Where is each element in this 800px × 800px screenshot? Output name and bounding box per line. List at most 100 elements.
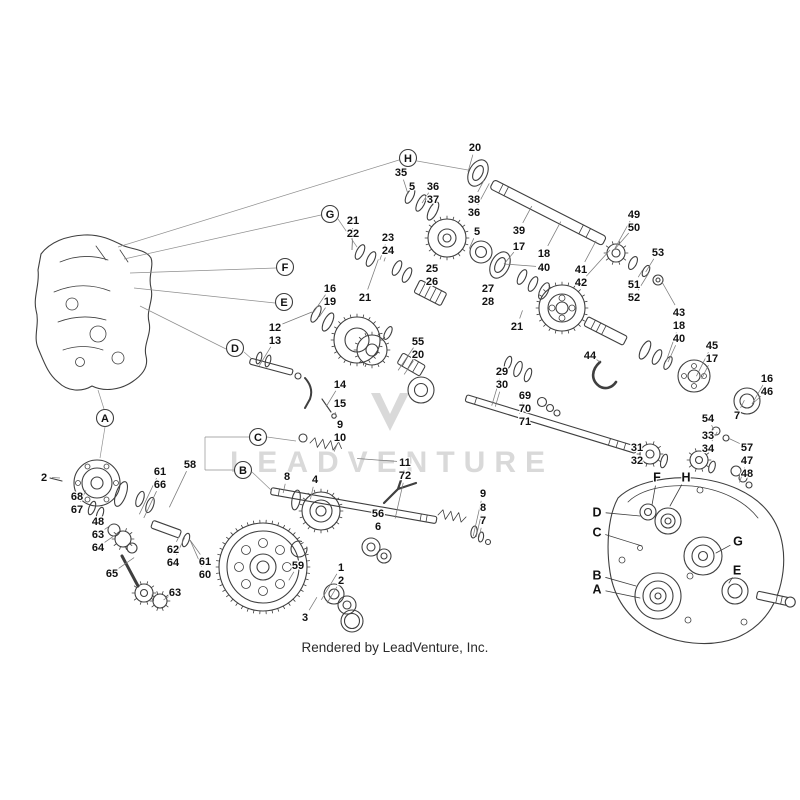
part-callout-72: 72 bbox=[399, 470, 411, 482]
part-callout-15: 15 bbox=[334, 398, 346, 410]
part-callout-44: 44 bbox=[584, 350, 597, 362]
section-marker-circle bbox=[320, 204, 340, 224]
section-marker-D: D bbox=[231, 343, 239, 355]
inset-marker-C: C bbox=[592, 526, 601, 540]
section-marker-F: F bbox=[282, 262, 289, 274]
inset-leader-line bbox=[669, 484, 683, 507]
inset-leader-line bbox=[605, 534, 643, 547]
part-callout-55: 55 bbox=[412, 336, 424, 348]
part-callout-2: 2 bbox=[338, 575, 344, 587]
part-callout-9: 9 bbox=[337, 419, 343, 431]
part-callout-67: 67 bbox=[71, 504, 83, 516]
section-marker-H: H bbox=[404, 153, 412, 165]
part-callout-35: 35 bbox=[395, 167, 407, 179]
part-callout-34: 34 bbox=[702, 443, 715, 455]
part-callout-51: 51 bbox=[628, 279, 640, 291]
inset-marker-D: D bbox=[592, 506, 601, 520]
part-callout-43: 43 bbox=[673, 307, 685, 319]
part-callout-17: 17 bbox=[706, 353, 718, 365]
input-shaft-assembly bbox=[404, 159, 664, 286]
part-callout-64: 64 bbox=[92, 542, 105, 554]
inset-leader-line bbox=[651, 485, 656, 506]
section-marker-circle bbox=[275, 257, 295, 277]
part-callout-57: 57 bbox=[741, 442, 753, 454]
part-callout-22: 22 bbox=[347, 228, 359, 240]
part-callout-33: 33 bbox=[702, 430, 714, 442]
part-callout-6: 6 bbox=[375, 521, 381, 533]
part-callout-13: 13 bbox=[269, 335, 281, 347]
output-gear-assembly bbox=[215, 519, 364, 633]
section-marker-circle bbox=[95, 408, 115, 428]
part-callout-31: 31 bbox=[631, 442, 643, 454]
part-callout-36: 36 bbox=[468, 207, 480, 219]
part-callout-2: 2 bbox=[41, 472, 47, 484]
part-callout-63: 63 bbox=[92, 529, 104, 541]
part-callout-40: 40 bbox=[538, 262, 550, 274]
part-callout-52: 52 bbox=[628, 292, 640, 304]
part-callout-25: 25 bbox=[426, 263, 438, 275]
inset-leader-line bbox=[605, 577, 637, 587]
part-callout-48: 48 bbox=[741, 468, 753, 480]
part-callout-21: 21 bbox=[347, 215, 359, 227]
countershaft-assembly bbox=[310, 305, 753, 489]
section-marker-G: G bbox=[326, 209, 335, 221]
inset-marker-F: F bbox=[653, 471, 661, 485]
part-callout-16: 16 bbox=[324, 283, 336, 295]
part-callout-40: 40 bbox=[673, 333, 685, 345]
part-callout-50: 50 bbox=[628, 222, 640, 234]
inset-leader-line bbox=[715, 544, 731, 554]
part-callout-4: 4 bbox=[312, 474, 319, 486]
watermark-text: LEADVENTURE bbox=[230, 446, 554, 479]
part-callout-42: 42 bbox=[575, 277, 587, 289]
part-callout-20: 20 bbox=[412, 349, 424, 361]
part-callout-49: 49 bbox=[628, 209, 640, 221]
part-callout-8: 8 bbox=[284, 471, 290, 483]
part-callout-45: 45 bbox=[706, 340, 718, 352]
part-callout-39: 39 bbox=[513, 225, 525, 237]
section-marker-B: B bbox=[239, 465, 247, 477]
part-callout-66: 66 bbox=[154, 479, 166, 491]
part-callout-10: 10 bbox=[334, 432, 346, 444]
part-callout-71: 71 bbox=[519, 416, 531, 428]
section-marker-circle bbox=[274, 292, 294, 312]
part-callout-36: 36 bbox=[427, 181, 439, 193]
part-callout-37: 37 bbox=[427, 194, 439, 206]
leadventure-logo-icon bbox=[371, 393, 409, 431]
section-marker-E: E bbox=[280, 297, 287, 309]
section-marker-A: A bbox=[101, 413, 109, 425]
part-callout-28: 28 bbox=[482, 296, 494, 308]
part-callout-41: 41 bbox=[575, 264, 587, 276]
part-callout-7: 7 bbox=[480, 515, 486, 527]
part-callout-59: 59 bbox=[292, 560, 304, 572]
part-callout-19: 19 bbox=[324, 296, 336, 308]
callout-leader-lines bbox=[51, 154, 764, 611]
part-callout-21: 21 bbox=[359, 292, 371, 304]
part-callout-54: 54 bbox=[702, 413, 715, 425]
part-callout-24: 24 bbox=[382, 245, 395, 257]
part-callout-11: 11 bbox=[399, 457, 411, 469]
section-marker-circle bbox=[233, 460, 253, 480]
part-callout-18: 18 bbox=[673, 320, 685, 332]
part-callout-48: 48 bbox=[92, 516, 104, 528]
assembled-gearcase-inset bbox=[607, 477, 796, 645]
part-callout-64: 64 bbox=[167, 557, 180, 569]
part-callout-5: 5 bbox=[409, 181, 415, 193]
part-callout-63: 63 bbox=[169, 587, 181, 599]
part-callout-26: 26 bbox=[426, 276, 438, 288]
part-callout-9: 9 bbox=[480, 488, 486, 500]
inset-marker-H: H bbox=[681, 471, 690, 485]
part-callout-3: 3 bbox=[302, 612, 308, 624]
inset-marker-B: B bbox=[592, 569, 601, 583]
inset-leader-line bbox=[605, 590, 641, 599]
part-callout-47: 47 bbox=[741, 455, 753, 467]
shift-rail-assembly bbox=[270, 469, 492, 564]
inset-marker-A: A bbox=[592, 583, 601, 597]
diagram-artwork bbox=[34, 159, 796, 645]
part-callout-29: 29 bbox=[496, 366, 508, 378]
part-callout-62: 62 bbox=[167, 544, 179, 556]
